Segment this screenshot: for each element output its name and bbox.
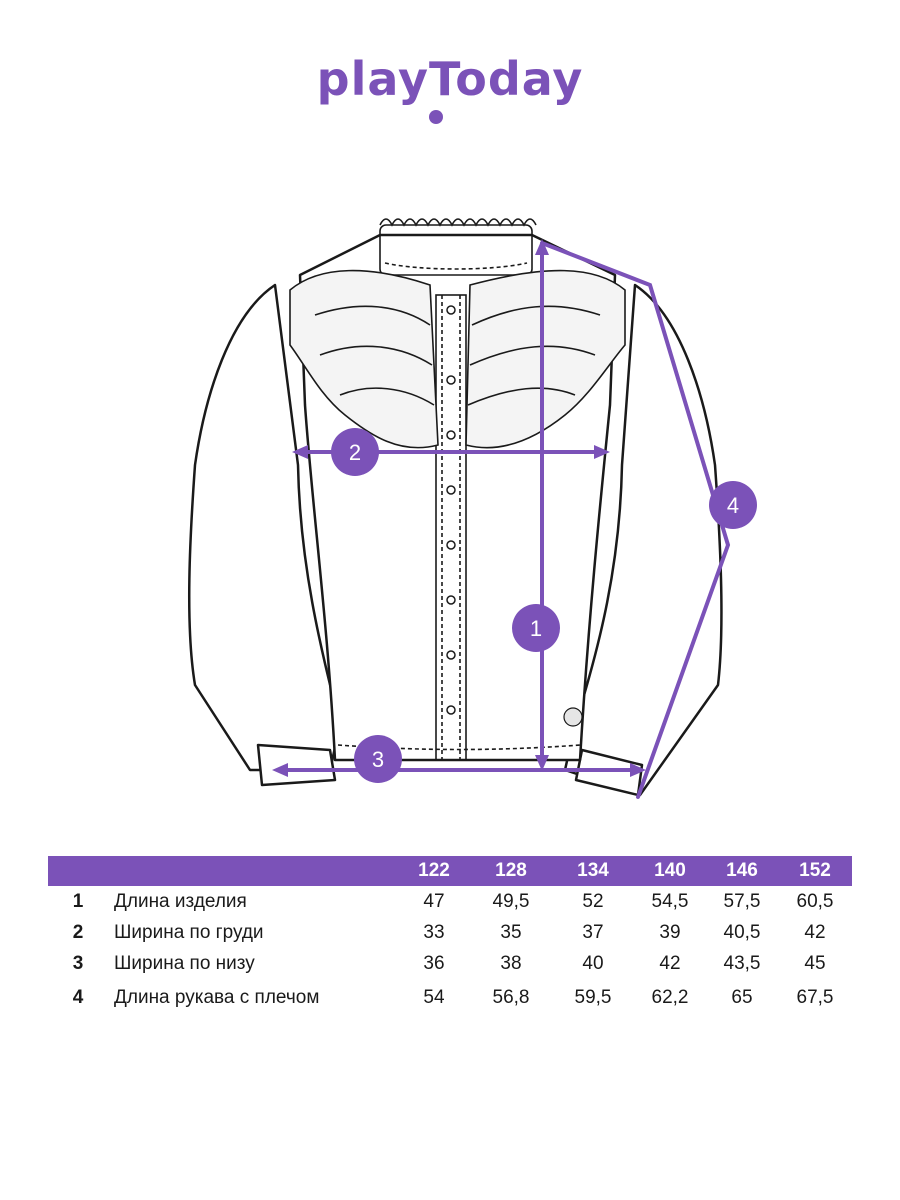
size-header: 134 xyxy=(552,856,634,886)
cell: 42 xyxy=(659,952,681,974)
cell: 37 xyxy=(582,921,604,943)
measure-line-4 xyxy=(540,241,731,799)
cell: 40 xyxy=(582,952,604,974)
cell: 38 xyxy=(500,952,522,974)
cell: 40,5 xyxy=(723,921,761,943)
cell: 43,5 xyxy=(723,952,761,974)
cell: 56,8 xyxy=(492,987,530,1008)
svg-text:3: 3 xyxy=(372,747,384,772)
cell: 54,5 xyxy=(651,890,689,912)
right-ruffle xyxy=(465,269,626,449)
cell: 49,5 xyxy=(492,890,530,912)
cell: 59,5 xyxy=(574,987,612,1008)
row-label: Ширина по низу xyxy=(114,952,255,974)
svg-text:1: 1 xyxy=(530,616,542,641)
cell: 54 xyxy=(423,987,445,1008)
cell: 65 xyxy=(731,987,753,1008)
marker-3: 3 xyxy=(354,735,402,783)
row-label: Длина рукава с плечом xyxy=(114,987,320,1008)
cell: 62,2 xyxy=(651,987,689,1008)
row-label: Ширина по груди xyxy=(114,921,264,943)
cell: 39 xyxy=(659,921,681,943)
row-number: 4 xyxy=(72,987,84,1008)
cell: 36 xyxy=(423,952,445,974)
size-header: 140 xyxy=(634,856,706,886)
size-header: 146 xyxy=(706,856,778,886)
cell: 67,5 xyxy=(796,987,834,1008)
collar xyxy=(379,224,533,276)
marker-1: 1 xyxy=(512,604,560,652)
size-header: 128 xyxy=(470,856,552,886)
row-number: 2 xyxy=(72,921,84,943)
row-number: 3 xyxy=(72,952,84,974)
button-placket xyxy=(435,294,467,761)
cell: 57,5 xyxy=(723,890,761,912)
left-cuff xyxy=(256,743,337,787)
svg-text:2: 2 xyxy=(349,440,361,465)
brand-tag-icon xyxy=(563,707,583,727)
marker-4: 4 xyxy=(709,481,757,529)
left-sleeve xyxy=(187,283,342,772)
table-row: 4 Длина рукава с плечом 54 56,8 59,5 62,… xyxy=(48,979,852,1017)
row-label: Длина изделия xyxy=(114,890,247,912)
logo-dot xyxy=(429,110,443,124)
cell: 42 xyxy=(804,921,826,943)
brand-logo: playToday xyxy=(316,52,584,106)
cell: 52 xyxy=(582,890,604,912)
svg-text:4: 4 xyxy=(727,493,739,518)
cell: 60,5 xyxy=(796,890,834,912)
size-table: 122 128 134 140 146 152 1 Длина изделия … xyxy=(48,856,852,1017)
cell: 33 xyxy=(423,921,445,943)
marker-2: 2 xyxy=(331,428,379,476)
cell: 45 xyxy=(804,952,826,974)
size-header: 152 xyxy=(778,856,852,886)
buttons xyxy=(446,305,456,715)
blouse-sketch: 1 2 3 4 xyxy=(187,218,757,799)
table-row: 2 Ширина по груди 33 35 37 39 40,5 42 xyxy=(48,917,852,948)
table-row: 1 Длина изделия 47 49,5 52 54,5 57,5 60,… xyxy=(48,886,852,917)
left-ruffle xyxy=(289,269,439,449)
table-row: 3 Ширина по низу 36 38 40 42 43,5 45 xyxy=(48,948,852,979)
size-header: 122 xyxy=(398,856,470,886)
size-header-row: 122 128 134 140 146 152 xyxy=(48,856,852,886)
cell: 47 xyxy=(423,890,445,912)
row-number: 1 xyxy=(72,890,84,912)
cell: 35 xyxy=(500,921,522,943)
